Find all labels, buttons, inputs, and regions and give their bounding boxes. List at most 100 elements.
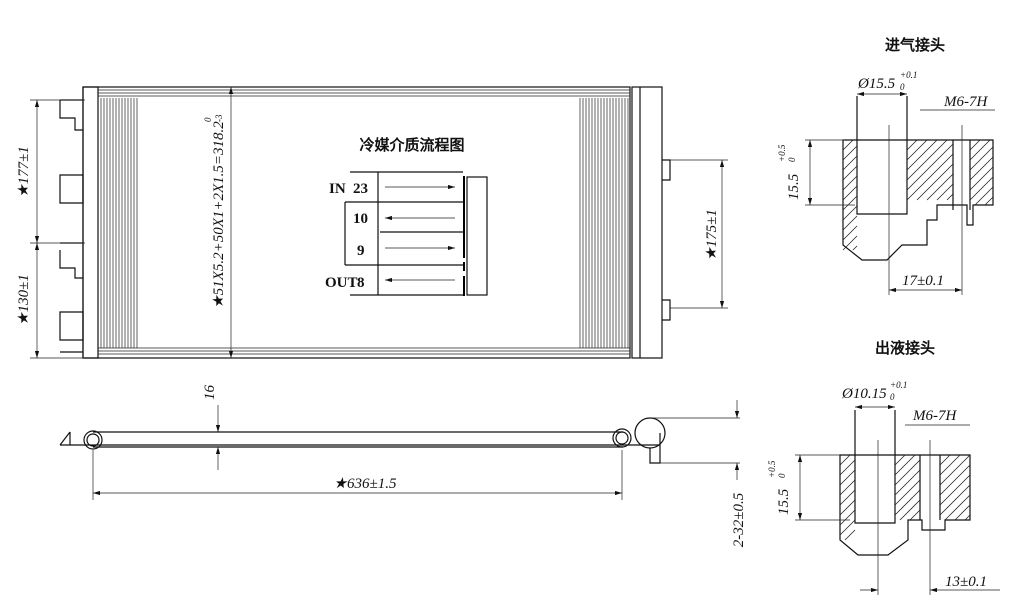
outlet-title: 出液接头 (875, 339, 935, 357)
fin-line (839, 509, 856, 526)
front-view: ★177±1 ★130±1 ★51X5.2+50X1+2X1.5=318.2 0… (16, 86, 728, 359)
fin-line (839, 454, 851, 466)
fin-line (844, 529, 856, 541)
fin-line (969, 139, 981, 151)
dim-left-lower: ★130±1 (16, 274, 32, 326)
fin-line (842, 145, 858, 161)
fin-line (839, 489, 856, 506)
fin-line (906, 139, 918, 151)
fin-line (916, 163, 954, 201)
fin-line (842, 155, 858, 171)
fin-line (842, 175, 858, 191)
flow-count: 10 (353, 211, 368, 227)
fin-line (969, 166, 994, 191)
fin-line (946, 193, 954, 201)
dim-length: ★636±1.5 (334, 476, 397, 492)
fin-line (939, 464, 971, 496)
outlet-bore-tol-lower: 0 (890, 392, 895, 402)
inlet-depth: 15.5 (786, 173, 802, 200)
fin-line (906, 139, 948, 181)
dim-right: ★175±1 (704, 209, 720, 261)
fin-line (839, 459, 856, 476)
fin-line (984, 196, 994, 206)
fin-line (926, 173, 954, 201)
inlet-thread: M6-7H (943, 94, 988, 110)
inlet-bore-tol-upper: +0.1 (900, 70, 917, 80)
right-brackets (639, 87, 671, 358)
fin-line (842, 225, 858, 241)
outlet-fitting-detail: 出液接头 Ø10.15 +0.1 0 M6-7H 15.5 +0.5 0 13±… (767, 339, 1000, 595)
outlet-depth-tol-upper: +0.5 (767, 460, 777, 478)
outlet-spacing: 13±0.1 (945, 574, 987, 590)
fin-line (894, 469, 921, 496)
fin-line (839, 469, 856, 486)
fin-line (969, 176, 994, 201)
inlet-bore-tol-lower: 0 (900, 82, 905, 92)
fin-line (842, 215, 858, 231)
outlet-bore-tol-upper: +0.1 (890, 380, 907, 390)
fin-lines (98, 89, 630, 355)
dim-core-height: ★51X5.2+50X1+2X1.5=318.2 (211, 121, 227, 309)
inlet-title: 进气接头 (885, 36, 945, 54)
fin-line (894, 459, 921, 486)
fin-line (842, 195, 858, 211)
fin-line (909, 509, 921, 521)
inlet-depth-tol-upper: +0.5 (777, 144, 787, 162)
inlet-depth-tol-lower: 0 (787, 157, 797, 162)
fin-line (969, 139, 991, 161)
fin-line (969, 146, 994, 171)
flow-count: 9 (357, 243, 365, 259)
fin-line (842, 165, 858, 181)
inlet-spacing: 17±0.1 (902, 273, 944, 289)
fin-line (969, 156, 994, 181)
dim-thickness: 16 (202, 385, 218, 401)
fin-line (839, 519, 856, 536)
fin-line (939, 454, 951, 466)
fin-line (939, 474, 971, 506)
fin-line (839, 479, 856, 496)
flow-port-out: OUT (325, 275, 358, 291)
fin-line (842, 235, 858, 251)
fin-line (936, 183, 954, 201)
fin-line (842, 139, 854, 151)
fin-line (899, 499, 921, 521)
fin-line (894, 479, 921, 506)
left-header-tank (82, 86, 99, 359)
fin-line (894, 454, 916, 476)
outlet-thread: M6-7H (912, 408, 957, 424)
fin-line (939, 454, 971, 486)
outlet-bore: Ø10.15 (841, 386, 887, 402)
fin-line (964, 514, 971, 521)
fin-line (839, 499, 856, 516)
fin-line (954, 504, 971, 521)
fin-line (906, 139, 938, 171)
fin-line (894, 454, 906, 466)
left-brackets (59, 99, 84, 353)
fin-line (906, 139, 928, 161)
inlet-fitting-detail: 进气接头 Ø15.5 +0.1 0 M6-7H 15.5 +0.5 0 17±0… (777, 36, 995, 295)
fin-line (906, 143, 954, 191)
inlet-bore: Ø15.5 (857, 76, 896, 92)
fin-line (939, 484, 971, 516)
fin-line (842, 185, 858, 201)
flow-count: 23 (353, 181, 368, 197)
fin-line (906, 153, 954, 201)
dim-holes: 2-32±0.5 (731, 492, 747, 547)
fin-line (852, 245, 858, 251)
fin-line (974, 186, 994, 206)
refrigerant-flow-chart: 冷媒介质流程图 IN 23 10 9 OUT 8 (325, 135, 490, 296)
flow-chart-title: 冷媒介质流程图 (359, 136, 464, 154)
flow-port-in: IN (329, 181, 346, 197)
right-header-tank (631, 86, 663, 359)
fin-line (944, 494, 971, 521)
dim-core-tol-lower: -3 (214, 114, 224, 122)
outlet-depth: 15.5 (776, 488, 792, 515)
dim-core-tol-upper: 0 (203, 117, 213, 122)
dim-left-upper: ★177±1 (16, 146, 32, 198)
side-view: 16 ★636±1.5 2-32±0.5 (59, 385, 747, 547)
fin-line (894, 489, 921, 516)
fin-line (842, 205, 858, 221)
flow-count: 8 (357, 275, 365, 291)
fin-line (939, 454, 961, 476)
